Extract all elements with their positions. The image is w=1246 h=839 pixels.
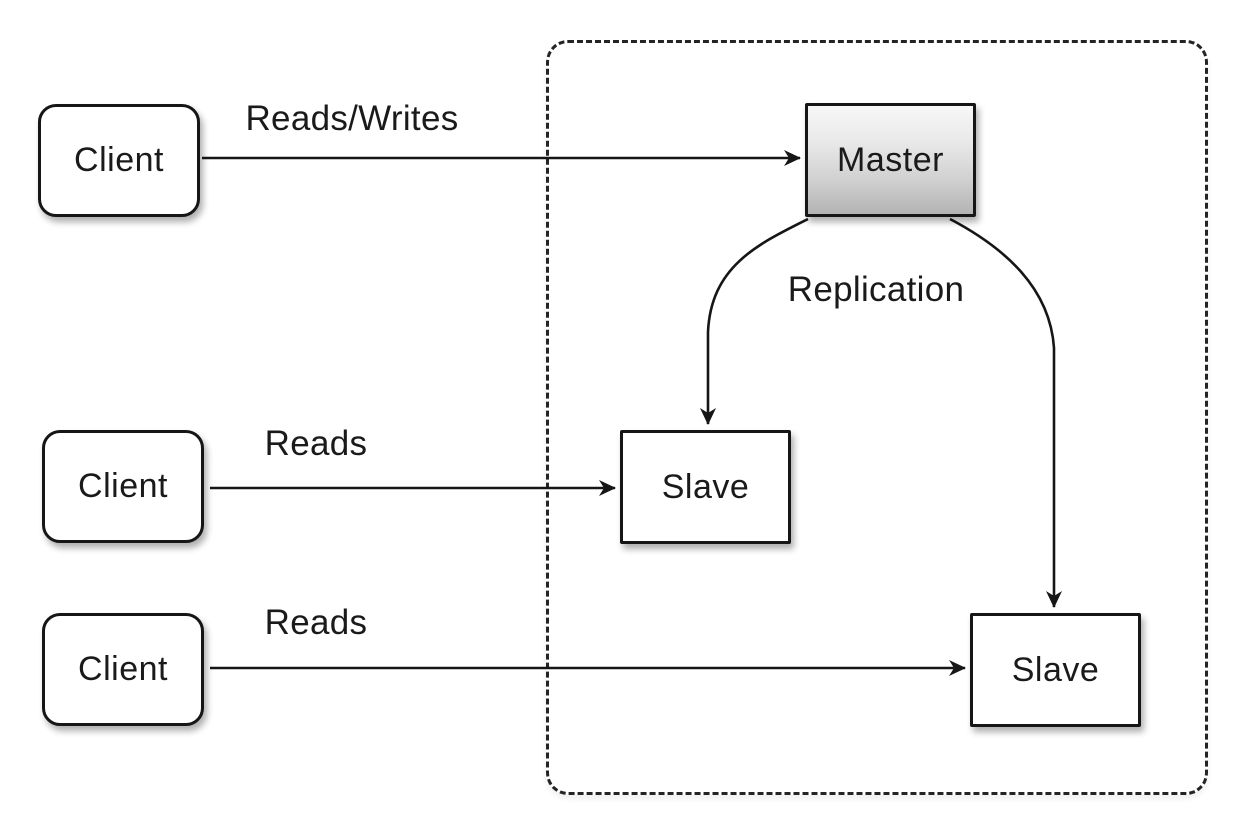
node-client-2: Client <box>42 430 204 543</box>
node-client-1-label: Client <box>74 141 164 179</box>
node-slave-2: Slave <box>970 613 1141 727</box>
edge-label-reads-mid: Reads <box>264 424 368 463</box>
node-slave-2-label: Slave <box>1011 650 1100 689</box>
node-client-3: Client <box>42 613 204 726</box>
node-client-2-label: Client <box>78 467 168 505</box>
node-master-label: Master <box>837 140 944 179</box>
node-client-3-label: Client <box>78 650 168 688</box>
node-slave-1: Slave <box>620 430 791 544</box>
edge-label-reads-writes: Reads/Writes <box>245 99 459 138</box>
replication-arrow-right <box>949 217 1062 608</box>
replication-arrow-left <box>700 217 809 425</box>
node-client-1: Client <box>38 104 200 217</box>
node-master: Master <box>805 103 976 217</box>
edge-label-replication: Replication <box>787 270 965 309</box>
node-slave-1-label: Slave <box>661 467 750 506</box>
replication-group-boundary <box>546 40 1208 795</box>
edge-label-reads-bottom: Reads <box>264 603 368 642</box>
